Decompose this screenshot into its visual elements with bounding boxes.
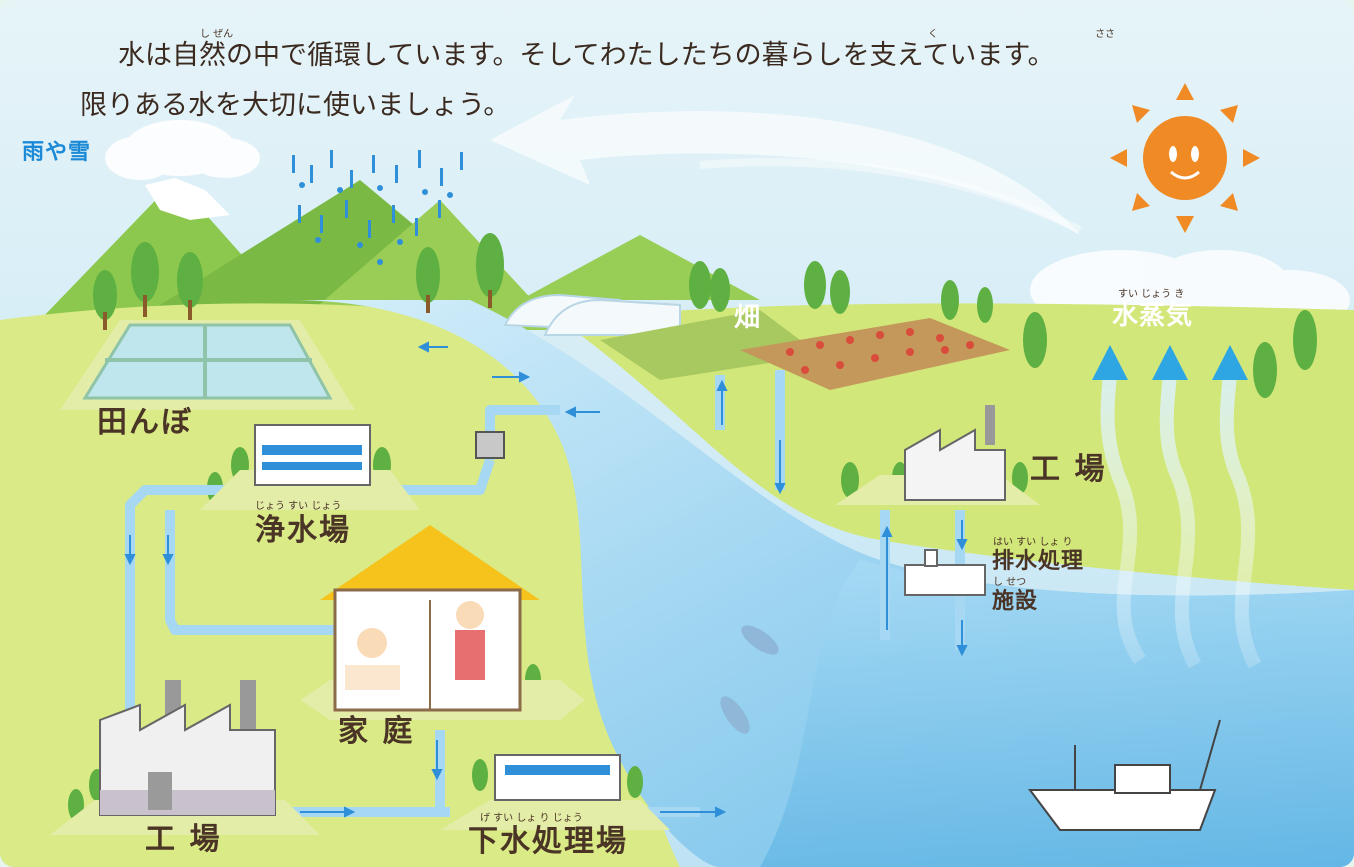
ruby-sasa: ささ <box>1095 29 1115 40</box>
label-sewage-treatment-plant: 下水処理場 <box>468 824 628 859</box>
headline-line-1: 水は自然の中で循環しています。そしてわたしたちの暮らしを支えています。 <box>118 40 1055 71</box>
rain-drops <box>292 150 463 265</box>
label-water-vapor: 水蒸気 <box>1112 301 1194 331</box>
pipe-junction <box>475 431 505 459</box>
label-field: 畑 <box>734 303 762 333</box>
label-wastewater-treatment-2: 施設 <box>992 589 1039 614</box>
sky-evaporation-arrows <box>490 95 1082 235</box>
rice-paddy <box>60 320 355 410</box>
headline-line-2: 限りある水を大切に使いましょう。 <box>80 90 511 121</box>
ruby-suijouki: すい じょう き <box>1118 289 1185 300</box>
vapor-arrows <box>1092 345 1262 669</box>
label-wastewater-treatment-1: 排水処理 <box>992 549 1085 574</box>
wastewater-facility-building <box>904 549 986 596</box>
purification-plant-building <box>200 424 420 510</box>
label-rain-snow: 雨や雪 <box>22 140 92 165</box>
label-factory-left: 工 場 <box>145 822 222 857</box>
sun-icon <box>1110 83 1260 233</box>
ruby-kura: く <box>928 29 938 40</box>
boat <box>1028 719 1221 831</box>
flow-arrows <box>124 341 968 818</box>
label-rice-paddy: 田んぼ <box>97 405 193 440</box>
fish <box>720 625 779 734</box>
factory-right-building <box>835 405 1040 505</box>
ruby-shisetsu: し せつ <box>993 577 1027 588</box>
ruby-haisuishori: はい すい しょ り <box>993 537 1073 548</box>
label-home: 家 庭 <box>338 714 415 749</box>
factory-left-building <box>50 680 320 835</box>
label-factory-right: 工 場 <box>1030 452 1107 487</box>
ruby-gesuishorijou: げ すい しょ り じょう <box>480 813 583 824</box>
label-water-purification-plant: 浄水場 <box>255 513 351 548</box>
sewage-plant-building <box>440 754 670 830</box>
farm-fields <box>600 310 1010 390</box>
house-building <box>300 525 585 720</box>
trees <box>68 233 1317 821</box>
ruby-jousuijou: じょう すい じょう <box>255 501 342 512</box>
greenhouses <box>503 293 681 336</box>
cloud-left <box>105 120 260 180</box>
ruby-shizen: し ぜん <box>200 29 234 40</box>
